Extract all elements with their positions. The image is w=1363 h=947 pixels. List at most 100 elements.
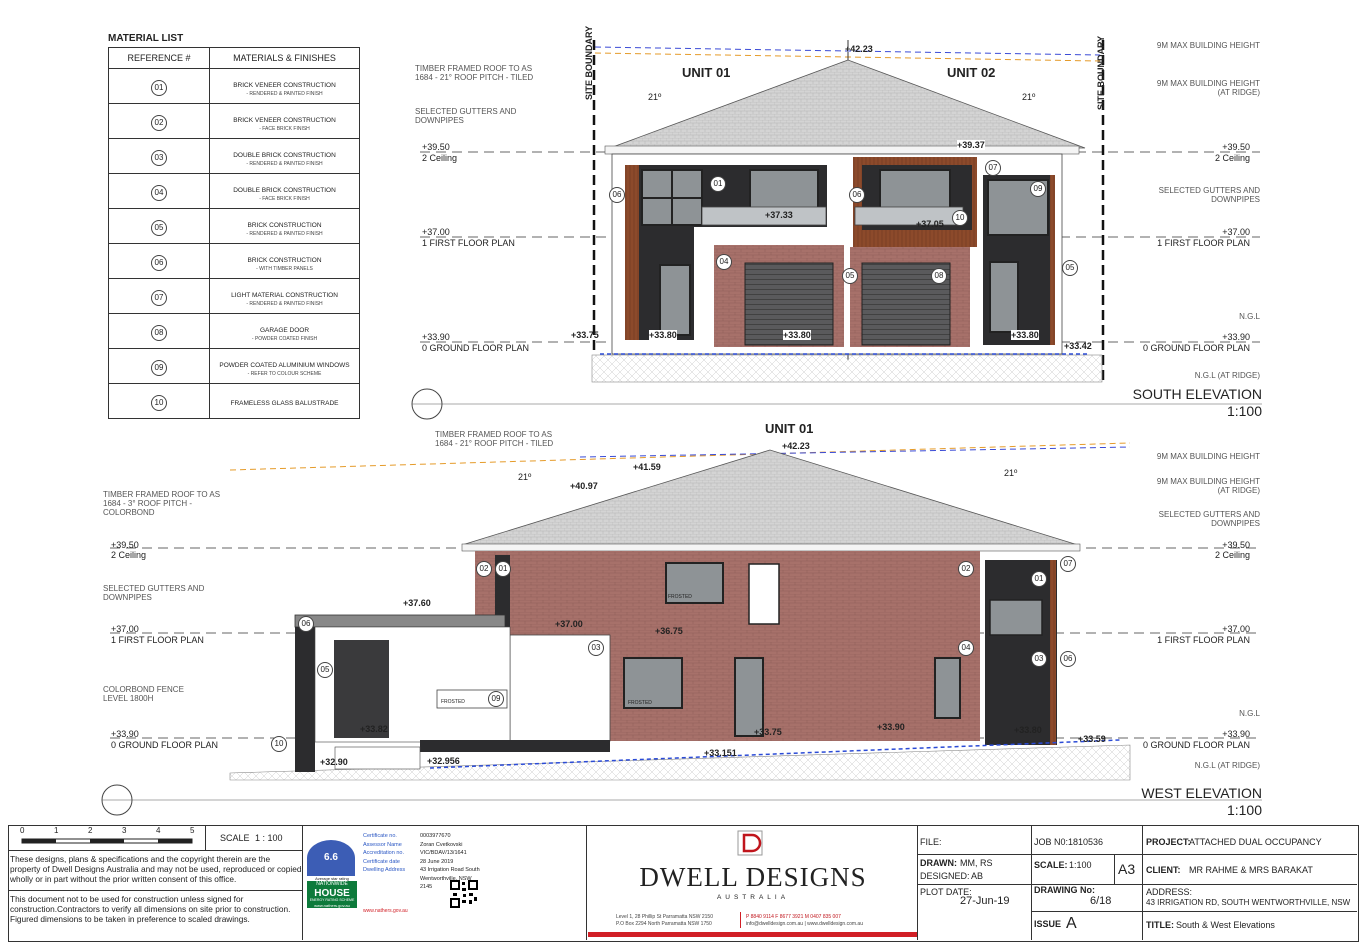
west-frosted-label: FROSTED [441, 699, 465, 705]
nathers-sub: ENERGY RATING SCHEME [309, 897, 355, 902]
nathers-badge: 6.6 Average star rating NATIONWIDE HOUSE… [307, 840, 357, 915]
material-row: 08 GARAGE DOOR- POWDER COATED FINISH [108, 313, 360, 349]
material-tag: 01 [710, 176, 726, 192]
material-tag: 09 [1030, 181, 1046, 197]
west-ngl: N.G.L [1239, 709, 1260, 718]
west-ceiling-label: 2 Ceiling [111, 550, 147, 560]
material-tag: 04 [716, 254, 732, 270]
south-ground-label: 0 GROUND FLOOR PLAN [422, 343, 530, 353]
title-label: TITLE: [1146, 920, 1174, 930]
west-elevation-scale: 1:100 [1226, 802, 1262, 818]
south-unit2-label: UNIT 02 [947, 65, 996, 80]
scale-value: 1 : 100 [255, 833, 283, 843]
project-value: ATTACHED DUAL OCCUPANCY [1189, 837, 1322, 847]
cert-label: Certificate date [363, 858, 400, 865]
material-note: - WITH TIMBER PANELS [256, 266, 313, 273]
south-gutters-left: SELECTED GUTTERS AND DOWNPIPES [415, 107, 517, 126]
company-red-bar [588, 932, 918, 937]
cert-label: Assessor Name [363, 841, 402, 848]
west-gutters-right: SELECTED GUTTERS AND DOWNPIPES [1158, 510, 1260, 529]
material-name: BRICK CONSTRUCTION [247, 222, 322, 230]
cert-value: 28 June 2019 [420, 858, 454, 865]
scale-tick-label: 3 [122, 826, 127, 835]
material-tag: 04 [958, 640, 974, 656]
south-first-rl: +37.00 [422, 227, 450, 237]
drawing-no-label: DRAWING No: [1034, 885, 1095, 895]
scale-tick-label: 0 [20, 826, 25, 835]
plot-date-label: PLOT DATE: [920, 887, 972, 897]
client-label: CLIENT: [1146, 865, 1181, 875]
west-roof-note: TIMBER FRAMED ROOF TO AS 1684 - 21° ROOF… [435, 430, 554, 449]
material-tag: 10 [952, 210, 968, 226]
material-tag: 01 [1031, 571, 1047, 587]
title-value: South & West Elevations [1176, 920, 1275, 930]
south-spot-level: +33.80 [1011, 330, 1039, 340]
south-pitch-right: 21º [1022, 92, 1036, 102]
nathers-site: www.nathers.gov.au [363, 908, 408, 914]
company-address-1: Level 1, 28 Phillip St Parramatta NSW 21… [616, 914, 713, 920]
material-ref-circle: 06 [151, 254, 167, 271]
scale-label: SCALE [220, 833, 250, 843]
south-elevation-title: SOUTH ELEVATION [1132, 386, 1262, 402]
west-spot-level: +37.00 [555, 619, 583, 629]
west-roof-note-2: TIMBER FRAMED ROOF TO AS 1684 - 3° ROOF … [103, 490, 221, 518]
south-spot-level: +37.05 [916, 219, 944, 229]
west-pitch-right: 21º [1004, 468, 1018, 478]
material-tag: 05 [842, 268, 858, 284]
nathers-avg: Average star rating [315, 876, 349, 881]
west-ground-label: 0 GROUND FLOOR PLAN [111, 740, 219, 750]
material-tag: 06 [609, 187, 625, 203]
south-max-height-ridge: 9M MAX BUILDING HEIGHT (AT RIDGE) [1156, 79, 1260, 98]
material-tag: 07 [985, 160, 1001, 176]
material-name: DOUBLE BRICK CONSTRUCTION [233, 152, 336, 160]
west-spot-level: +40.97 [570, 481, 598, 491]
west-ceiling-rl-right: +39.50 [1222, 540, 1250, 550]
material-note: - FACE BRICK FINISH [259, 126, 310, 133]
star-rating-dial: 6.6 [307, 840, 355, 876]
west-ridge-rl: +42.23 [782, 441, 810, 451]
west-gutters-left: SELECTED GUTTERS AND DOWNPIPES [103, 584, 205, 603]
west-max-height: 9M MAX BUILDING HEIGHT [1156, 452, 1260, 461]
west-first-rl: +37.00 [111, 624, 139, 634]
south-ridge-rl: +42.23 [845, 44, 873, 54]
company-phone: P 8840 9114 F 8677 3921 M 0407 835 007 [746, 914, 841, 920]
company-name: DWELL DESIGNS [639, 862, 867, 892]
company-address-2: P.O Box 2294 North Parramatta NSW 1750 [616, 921, 712, 927]
material-tag: 06 [298, 616, 314, 632]
material-tag: 01 [495, 561, 511, 577]
scale-tick-label: 4 [156, 826, 161, 835]
west-height-lines [110, 442, 1260, 739]
material-note: - RENDERED & PAINTED FINISH [246, 301, 323, 308]
south-site-boundary-right: SITE BOUNDARY [1096, 35, 1106, 110]
construction-note: This document not to be used for constru… [10, 894, 291, 924]
copyright-notice: These designs, plans & specifications an… [10, 854, 302, 884]
west-ground-rl: +33.90 [111, 729, 139, 739]
cert-label: Certificate no. [363, 833, 397, 839]
project-label: PROJECT: [1146, 837, 1191, 847]
nathers-url: www.nathers.gov.au [307, 903, 357, 909]
south-elevation-scale: 1:100 [1226, 403, 1262, 419]
west-spot-level: +33.59 [1078, 734, 1106, 744]
material-ref-circle: 08 [151, 324, 167, 341]
west-ground-rl-right: +33.90 [1222, 729, 1250, 739]
south-ground [591, 354, 1103, 383]
south-spot-level: +33.42 [1064, 341, 1092, 351]
west-ceiling-label-right: 2 Ceiling [1214, 550, 1250, 560]
west-spot-level: +33.151 [704, 748, 737, 758]
material-tag: 02 [958, 561, 974, 577]
material-name: GARAGE DOOR [259, 327, 310, 335]
drawn-label: DRAWN: [920, 858, 957, 868]
material-list-title: MATERIAL LIST [108, 33, 184, 44]
qr-code [450, 880, 478, 908]
west-max-height-ridge: 9M MAX BUILDING HEIGHT (AT RIDGE) [1156, 477, 1260, 496]
sheet-size: A3 [1118, 861, 1136, 877]
material-tag: 06 [1060, 651, 1076, 667]
drawn-value: MM, RS [960, 858, 993, 868]
scale2-label: SCALE: [1034, 860, 1068, 870]
material-note: - POWDER COATED FINISH [251, 336, 318, 343]
west-spot-level: +32.956 [427, 756, 460, 766]
